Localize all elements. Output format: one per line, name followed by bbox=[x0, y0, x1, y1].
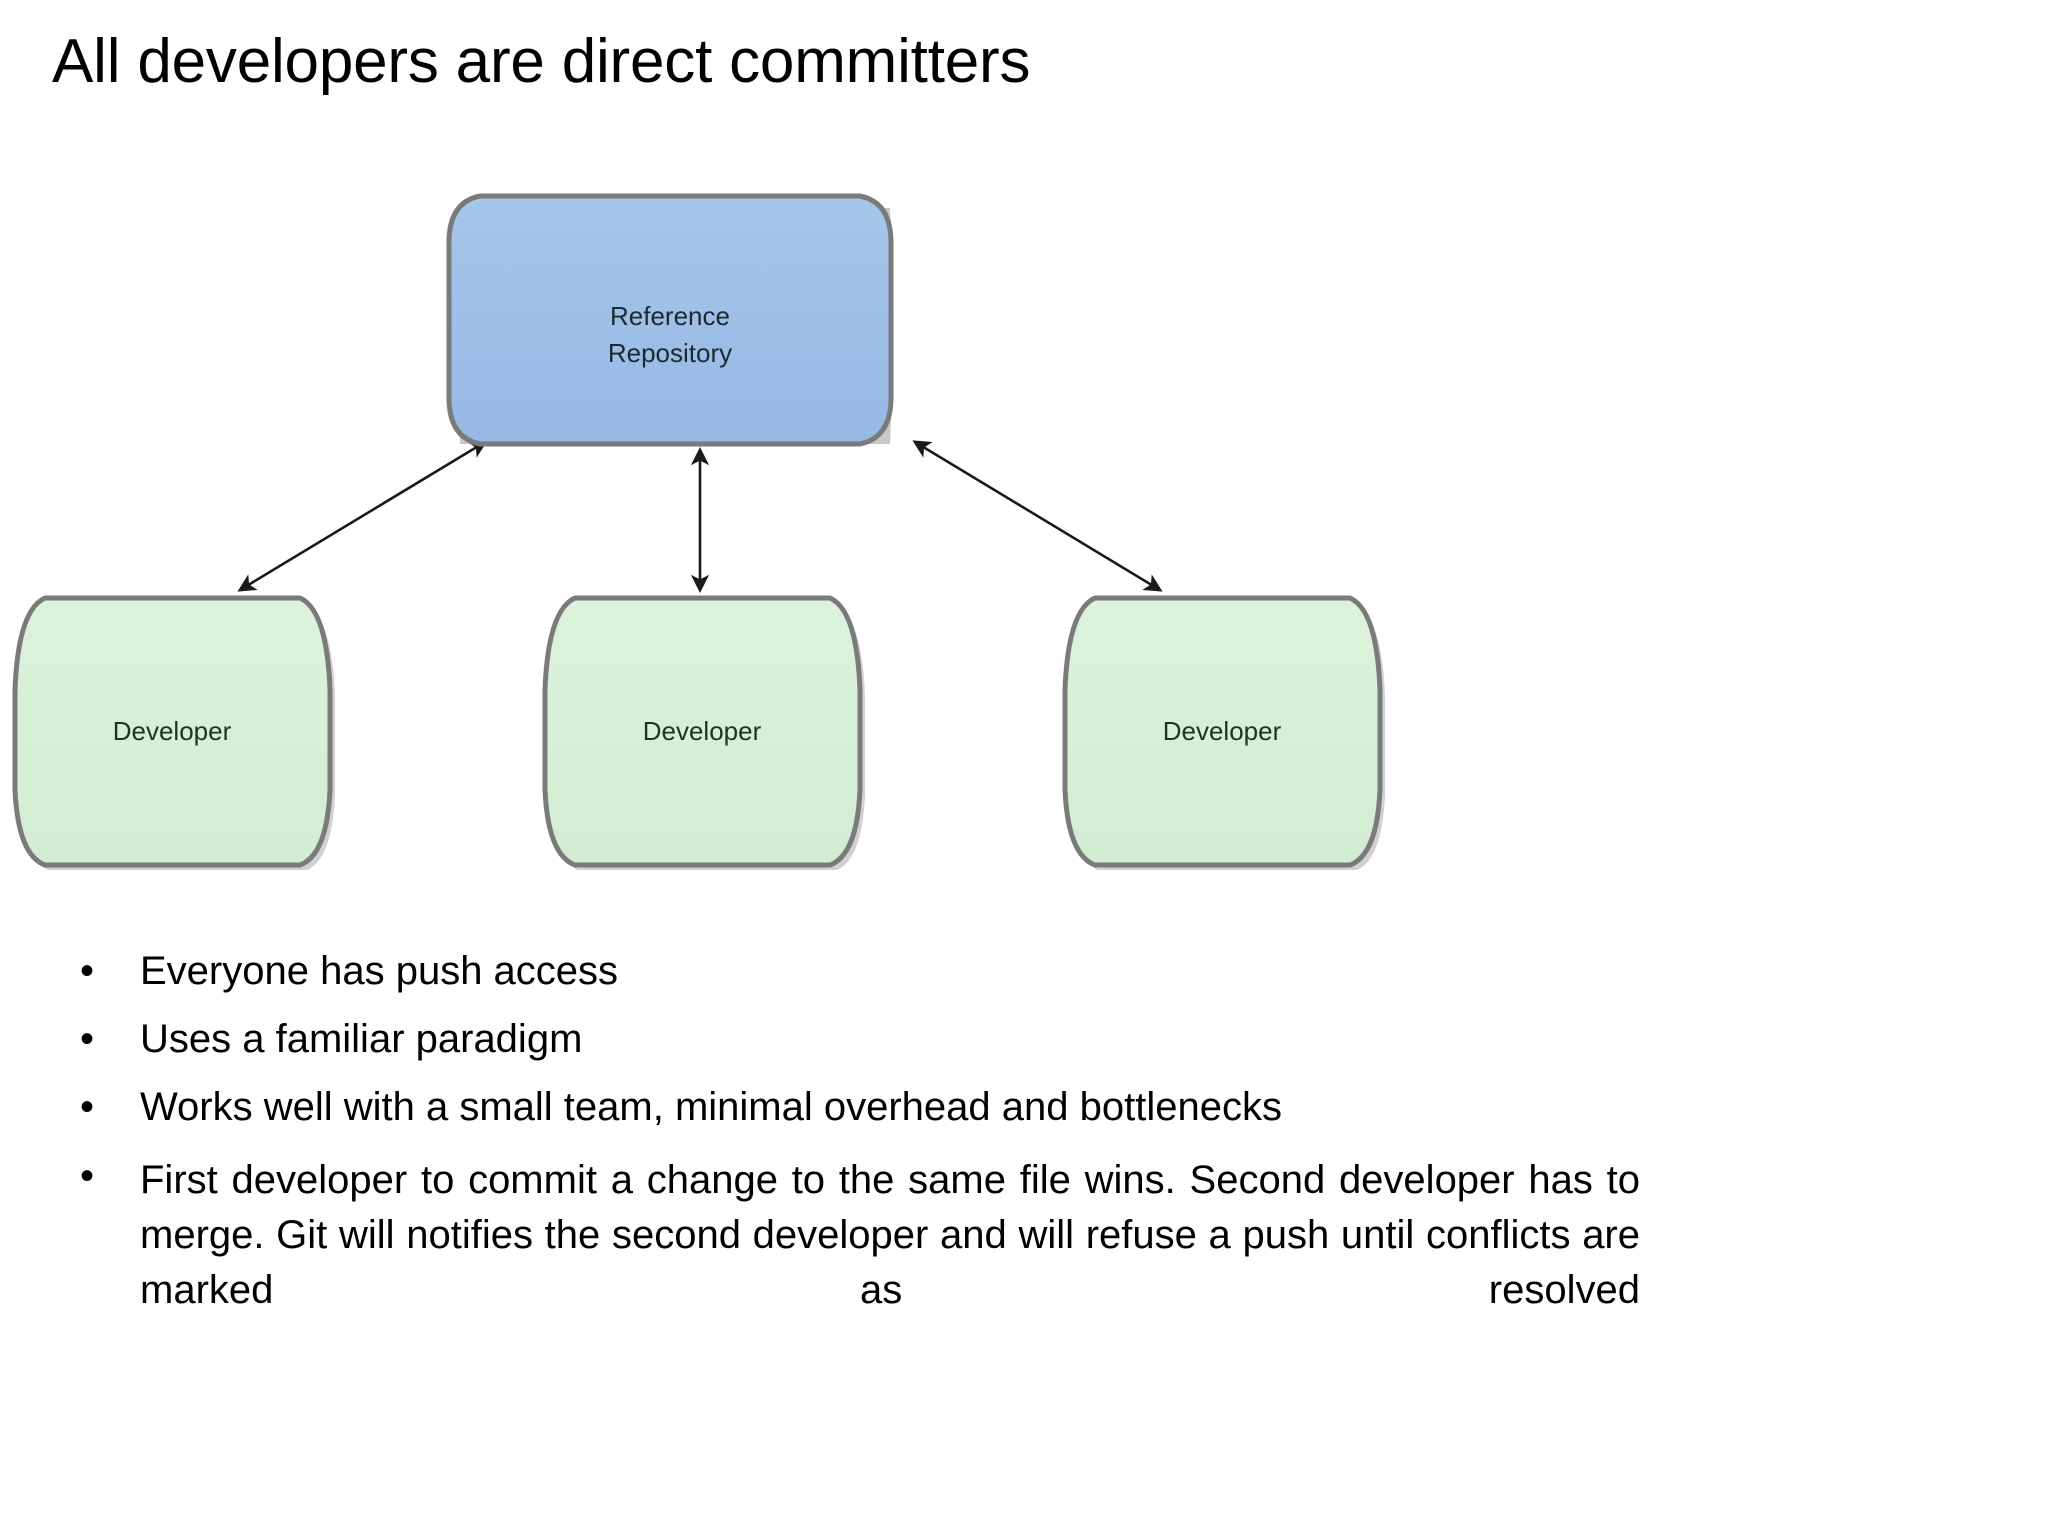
bullet-marker: • bbox=[80, 949, 95, 993]
connector-repo-developer-3 bbox=[912, 440, 1163, 592]
developer-3-label: Developer bbox=[1163, 716, 1282, 746]
repo-shape bbox=[446, 193, 894, 447]
developer-1-label: Developer bbox=[113, 716, 232, 746]
bullet-marker: • bbox=[80, 1085, 95, 1130]
list-item-text: First developer to commit a change to th… bbox=[140, 1157, 1640, 1312]
node-reference-repository[interactable]: Reference Repository bbox=[446, 193, 894, 447]
node-developer-1[interactable]: Developer bbox=[12, 595, 335, 870]
node-developer-3[interactable]: Developer bbox=[1062, 595, 1385, 870]
list-item-text: Everyone has push access bbox=[140, 949, 619, 993]
architecture-diagram: Reference Repository Developer Developer… bbox=[0, 150, 1400, 870]
developer-2-label: Developer bbox=[643, 716, 762, 746]
repo-label-line1: Reference bbox=[610, 301, 730, 331]
repo-label-line2: Repository bbox=[608, 338, 732, 368]
connector-group bbox=[237, 440, 1163, 594]
list-item: • Everyone has push access bbox=[62, 948, 1622, 995]
developer-3-shape bbox=[1062, 595, 1383, 868]
developer-1-shape bbox=[12, 595, 333, 868]
list-item-text: Uses a familiar paradigm bbox=[140, 1017, 583, 1062]
bullet-list: • Everyone has push access • Uses a fami… bbox=[62, 948, 1640, 1394]
connector-repo-developer-1 bbox=[237, 440, 488, 592]
bullet-marker: • bbox=[80, 1153, 95, 1198]
list-item: • First developer to commit a change to … bbox=[62, 1153, 1640, 1374]
bullet-marker: • bbox=[80, 1017, 95, 1062]
list-item: • Uses a familiar paradigm bbox=[62, 1016, 1622, 1063]
page-title: All developers are direct committers bbox=[52, 27, 1031, 96]
list-item: • Works well with a small team, minimal … bbox=[62, 1084, 1622, 1131]
list-item-text: Works well with a small team, minimal ov… bbox=[140, 1085, 1282, 1130]
node-developer-2[interactable]: Developer bbox=[542, 595, 865, 870]
developer-2-shape bbox=[542, 595, 863, 868]
